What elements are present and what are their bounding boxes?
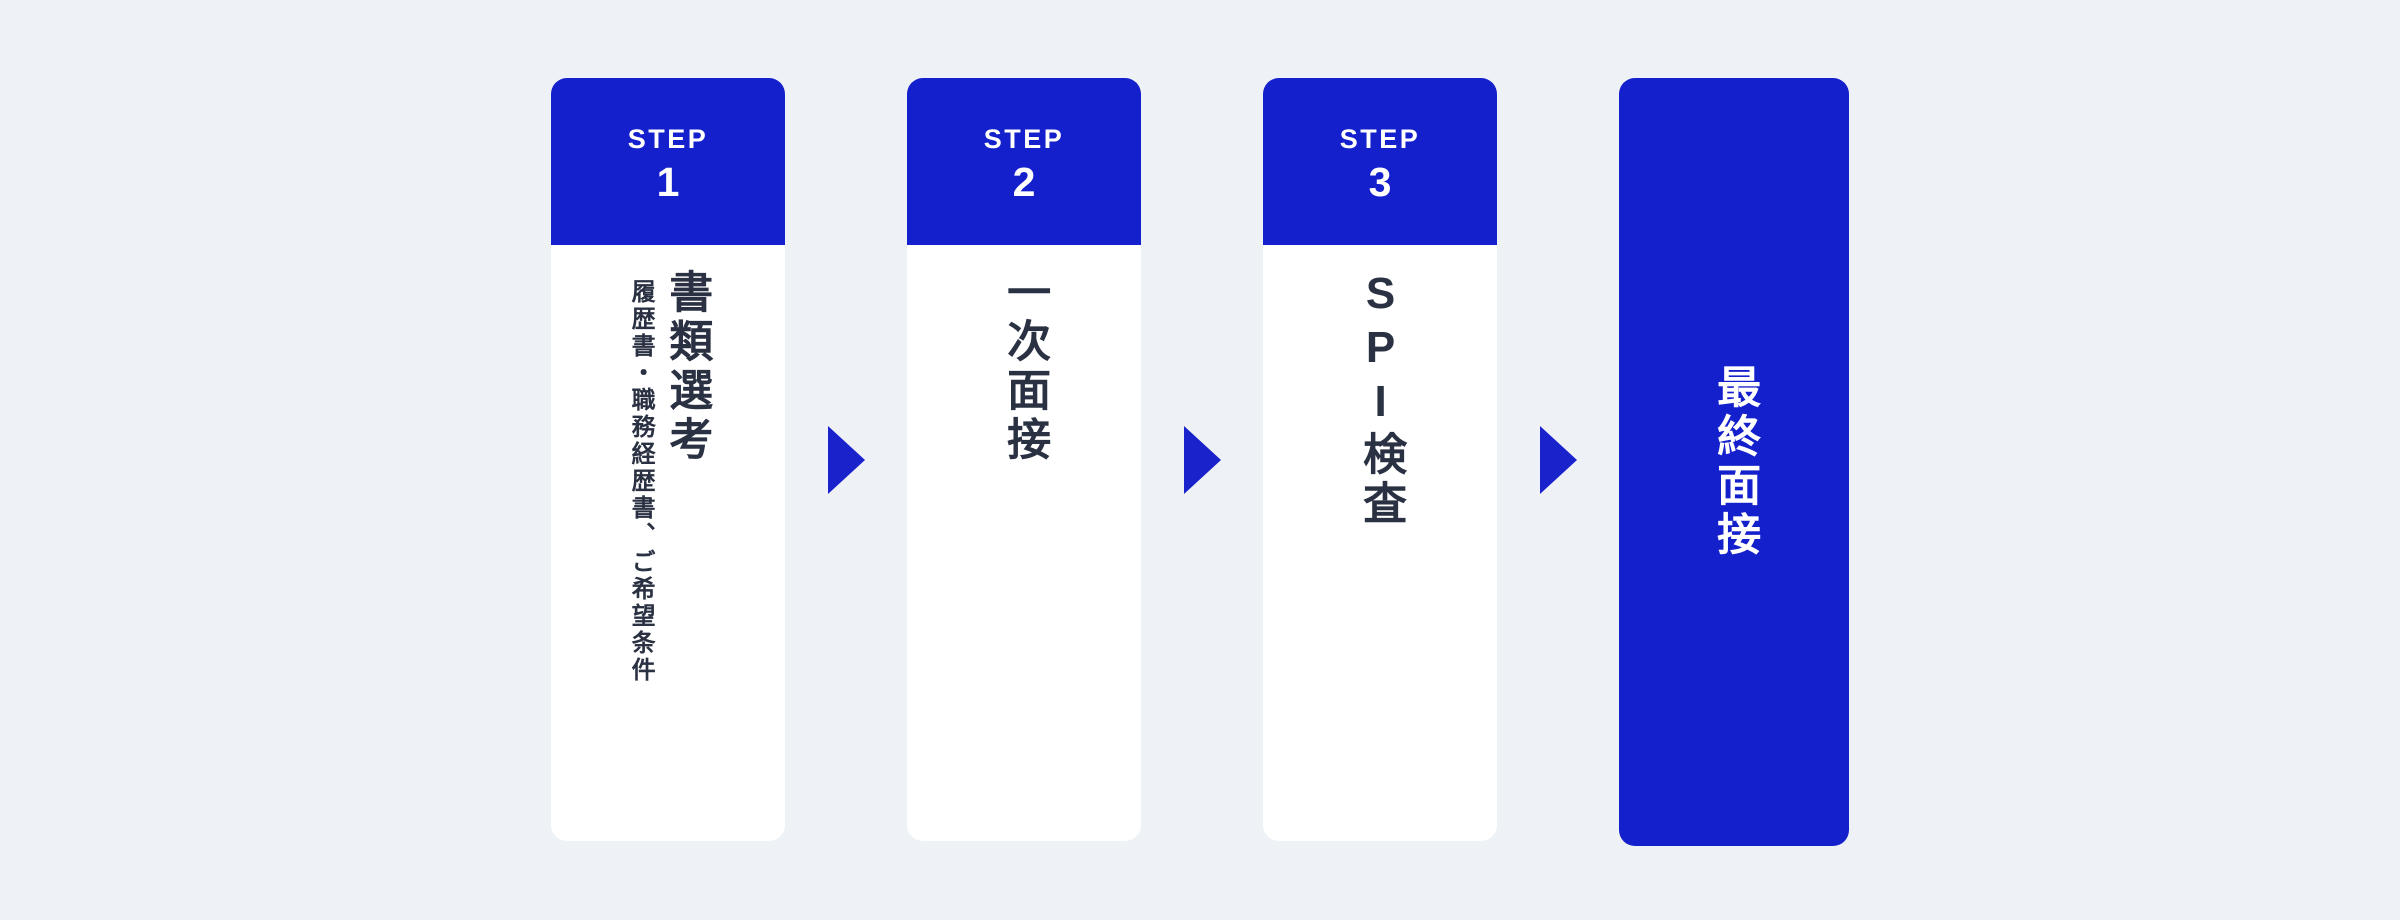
step-label-2: STEP	[983, 124, 1065, 154]
step-label-3: STEP	[1339, 124, 1421, 154]
arrow-separator-3	[1497, 78, 1619, 841]
arrow-separator-1	[785, 78, 907, 841]
final-step-card: 最終面接	[1619, 78, 1849, 846]
final-step-body: 最終面接	[1619, 78, 1849, 846]
step-title-2: 一次面接	[1000, 269, 1050, 465]
step-label-1: STEP	[627, 124, 709, 154]
step-header-1: STEP 1	[551, 78, 785, 245]
step-body-3: SPI検査	[1263, 245, 1497, 841]
triangle-right-icon	[827, 425, 865, 494]
step-title-3: SPI検査	[1356, 269, 1406, 529]
step-number-1: 1	[656, 159, 680, 205]
step-number-3: 3	[1368, 159, 1392, 205]
step-header-3: STEP 3	[1263, 78, 1497, 245]
step-header-2: STEP 2	[907, 78, 1141, 245]
step-body-2: 一次面接	[907, 245, 1141, 841]
step-subtitle-1: 履歴書・職務経歴書、ご希望条件	[627, 279, 655, 684]
triangle-right-icon	[1183, 425, 1221, 494]
final-step-title: 最終面接	[1710, 364, 1760, 560]
step-card-3: STEP 3 SPI検査	[1263, 78, 1497, 841]
step-card-1: STEP 1 書類選考 履歴書・職務経歴書、ご希望条件	[551, 78, 785, 841]
step-card-2: STEP 2 一次面接	[907, 78, 1141, 841]
arrow-separator-2	[1141, 78, 1263, 841]
step-title-1: 書類選考	[662, 269, 712, 465]
step-number-2: 2	[1012, 159, 1036, 205]
triangle-right-icon	[1539, 425, 1577, 494]
step-body-1: 書類選考 履歴書・職務経歴書、ご希望条件	[551, 245, 785, 841]
